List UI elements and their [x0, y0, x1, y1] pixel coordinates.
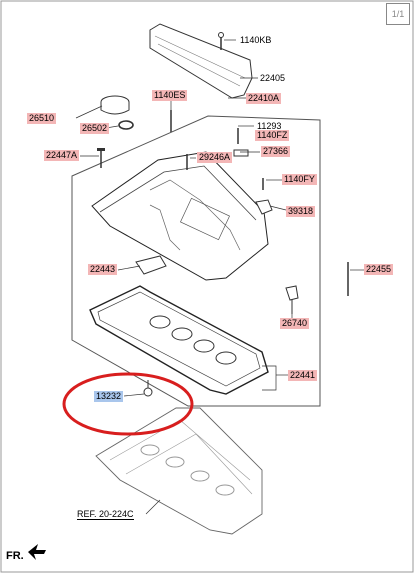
- label-22410A[interactable]: 22410A: [246, 93, 282, 104]
- label-1140FY[interactable]: 1140FY: [282, 174, 317, 185]
- clip-27366: [233, 149, 249, 157]
- plug-13232: [143, 387, 153, 397]
- label-27366[interactable]: 27366: [261, 146, 291, 157]
- sensor-26740: [285, 285, 299, 301]
- reference-label[interactable]: REF. 20-224C: [77, 509, 134, 520]
- label-22405[interactable]: 22405: [260, 73, 286, 83]
- part-22405-cover: [149, 23, 253, 99]
- highlight-circle: [62, 372, 194, 436]
- valve-cover: [91, 151, 269, 281]
- label-26510[interactable]: 26510: [27, 113, 57, 124]
- label-11293[interactable]: 11293: [257, 121, 282, 131]
- assembly-box: [71, 115, 321, 407]
- label-1140ES[interactable]: 1140ES: [152, 90, 188, 101]
- label-1140FZ[interactable]: 1140FZ: [255, 130, 290, 141]
- front-arrow-icon: [28, 544, 46, 560]
- label-29246A[interactable]: 29246A: [197, 152, 233, 163]
- gasket-22441: [89, 285, 269, 395]
- label-22455[interactable]: 22455: [364, 264, 394, 275]
- leader-lines: [75, 39, 364, 515]
- label-26502[interactable]: 26502: [80, 123, 110, 134]
- label-26740[interactable]: 26740: [280, 318, 310, 329]
- page-indicator: 1/1: [386, 3, 410, 25]
- cylinder-head: [95, 407, 263, 535]
- label-1140KB[interactable]: 1140KB: [240, 35, 272, 45]
- label-39318[interactable]: 39318: [286, 206, 316, 217]
- label-22441[interactable]: 22441: [288, 370, 318, 381]
- sensor-39318: [255, 199, 273, 215]
- gasket-22443: [135, 255, 167, 275]
- label-13232[interactable]: 13232: [94, 391, 124, 402]
- oil-cap-seal: [118, 120, 134, 130]
- label-22443[interactable]: 22443: [88, 264, 118, 275]
- front-direction-label: FR.: [6, 550, 24, 562]
- label-22447A[interactable]: 22447A: [44, 150, 80, 161]
